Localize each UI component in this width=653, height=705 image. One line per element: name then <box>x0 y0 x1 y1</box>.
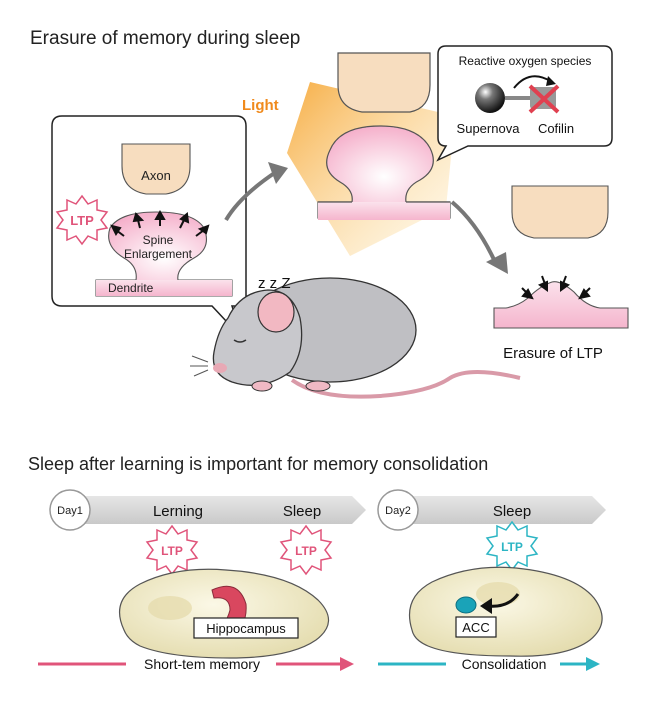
acc-shape <box>455 596 477 614</box>
cofilin-label: Cofilin <box>538 121 574 136</box>
axon-label: Axon <box>141 168 171 183</box>
brain-day1: Hippocampus <box>119 568 330 659</box>
consolidation-label: Consolidation <box>462 656 547 672</box>
ros-title: Reactive oxygen species <box>459 54 592 68</box>
day2-label: Day2 <box>385 505 411 517</box>
erasure-label: Erasure of LTP <box>503 345 603 362</box>
synapse-inset: Axon Dendrite Spine Enlargement LTP <box>51 115 247 339</box>
day1-ltp-learning: LTP <box>145 524 199 576</box>
light-label: Light <box>242 97 279 114</box>
ltp-burst-icon <box>55 194 109 246</box>
spine-label-1: Spine <box>143 233 174 247</box>
spine-illuminated <box>317 125 451 220</box>
day1-timeline: Day1 Lerning Sleep <box>49 489 366 531</box>
short-term-memory-label: Short-tem memory <box>144 656 260 672</box>
arrow-to-light <box>224 170 278 222</box>
mouse-closed-eye <box>233 339 247 343</box>
spine-label-2: Enlargement <box>124 247 193 261</box>
day2-timeline: Day2 Sleep <box>377 489 606 531</box>
supernova-label: Supernova <box>457 121 521 136</box>
sleeping-mouse: z z Z <box>190 275 521 399</box>
dendrite-label: Dendrite <box>108 281 154 295</box>
expansion-arrows-icon <box>110 209 210 237</box>
bottom-title: Sleep after learning is important for me… <box>28 454 488 474</box>
axon-terminal-large <box>337 52 431 113</box>
brain-day2: ACC <box>408 566 603 657</box>
axon-terminal-small <box>121 143 191 195</box>
mouse-nose <box>213 363 227 373</box>
acc-label: ACC <box>462 620 489 635</box>
sleep-z-label: z z Z <box>258 275 291 292</box>
day1-label: Day1 <box>57 505 83 517</box>
ros-callout: Reactive oxygen species Supernova Cofili… <box>436 45 613 162</box>
consolidation-arrow: Consolidation <box>378 656 600 672</box>
ltp-label-sleep: LTP <box>295 544 317 558</box>
supernova-icon <box>475 83 505 113</box>
mouse-tail <box>290 370 521 399</box>
cross-mark-icon <box>528 84 560 114</box>
top-title: Erasure of memory during sleep <box>30 28 300 49</box>
ltp-label-day2: LTP <box>501 540 523 554</box>
day2-ltp: LTP <box>485 520 539 572</box>
learning-label: Lerning <box>153 503 203 520</box>
day1-ltp-sleep: LTP <box>279 524 333 576</box>
day2-sleep-label: Sleep <box>493 503 531 520</box>
short-term-memory-arrow: Short-tem memory <box>38 656 354 672</box>
day1-badge <box>49 489 91 531</box>
mouse-ear <box>257 291 295 333</box>
spine-erased: Erasure of LTP <box>493 185 629 362</box>
arrow-to-erasure <box>450 200 498 265</box>
ltp-label-learning: LTP <box>161 544 183 558</box>
shrink-arrows-icon <box>521 275 591 300</box>
ltp-burst-icon <box>279 524 333 576</box>
day1-sleep-label: Sleep <box>283 503 321 520</box>
ltp-label-inset: LTP <box>70 213 94 228</box>
hippocampus-label: Hippocampus <box>206 621 286 636</box>
day2-badge <box>377 489 419 531</box>
